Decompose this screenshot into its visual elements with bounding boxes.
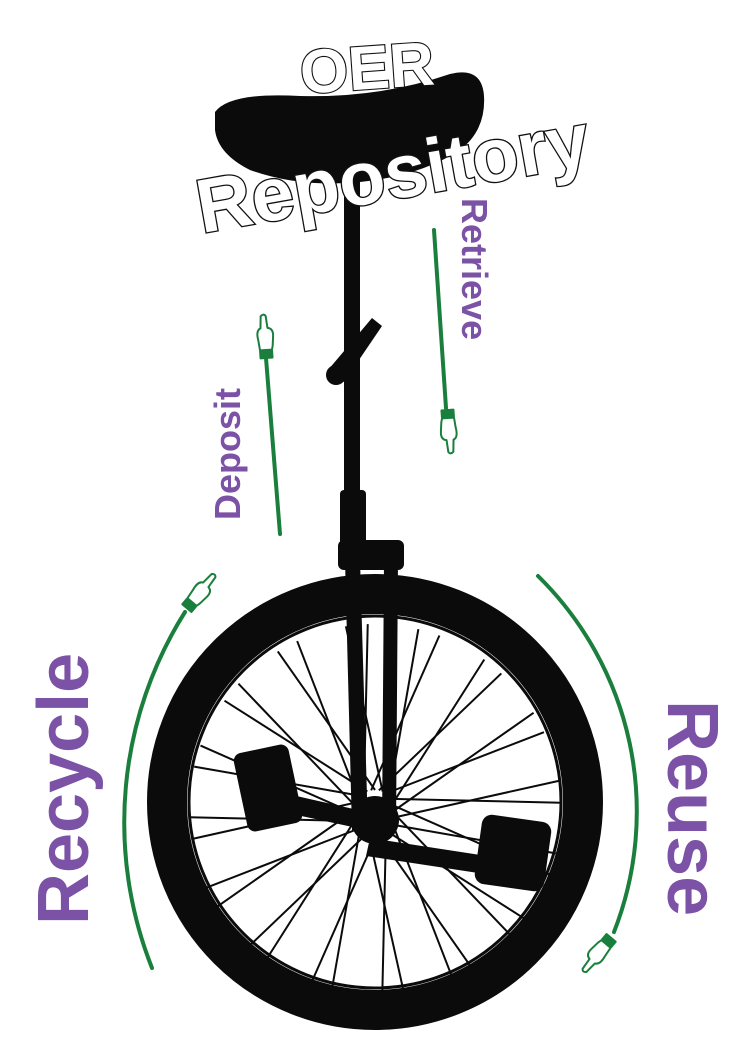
deposit-arrow-shaft [266,358,280,534]
label-recycle: Recycle [24,653,104,925]
label-reuse: Reuse [652,700,731,916]
fork-leg-right [382,560,398,830]
wheel-spoke [266,818,357,961]
wheel-spoke [206,827,364,888]
label-retrieve: Retrieve [454,198,495,340]
wheel-spoke [393,659,484,802]
post-sleeve [340,490,366,550]
pointing-hand-icon [577,932,618,976]
pedal-right [473,813,552,892]
pointing-hand-icon [180,570,221,614]
seat-clamp [326,365,346,385]
pointing-hand-icon [439,408,458,453]
label-deposit: Deposit [207,388,248,520]
title-oer: OER [298,30,437,108]
retrieve-arrow-shaft [434,230,446,408]
pointing-hand-icon [256,314,275,359]
wheel-spoke [371,636,439,791]
wheel-spoke [395,713,534,810]
deposit-arrow [256,314,280,534]
wheel-spoke [386,732,544,793]
